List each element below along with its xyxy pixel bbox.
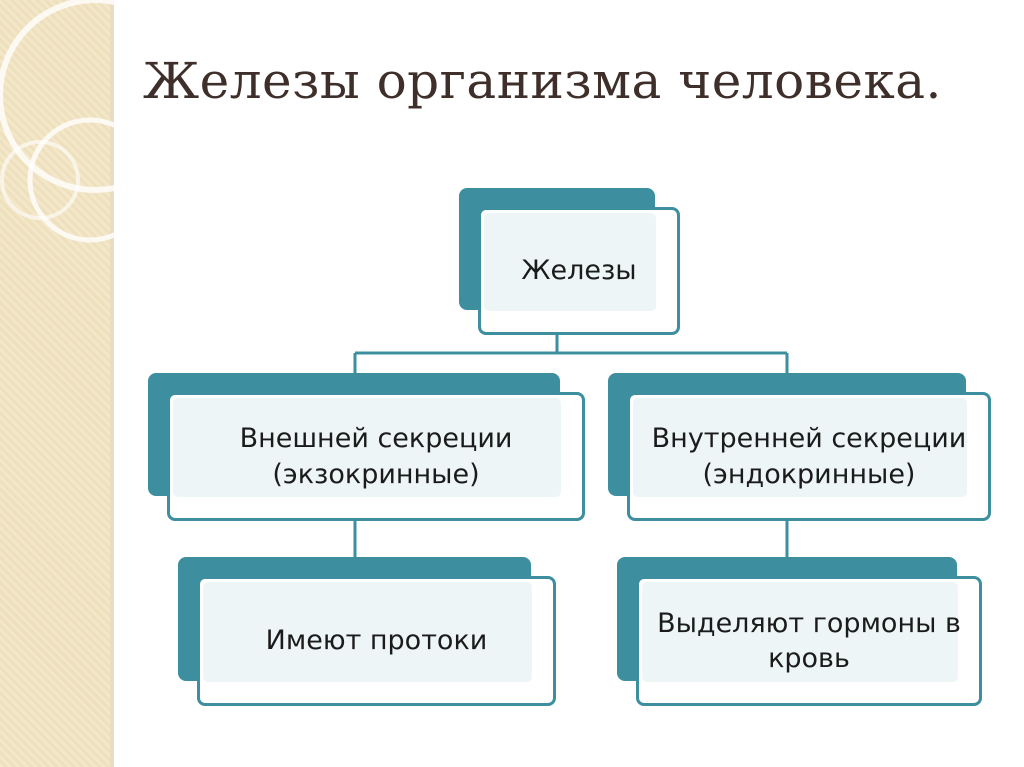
decorative-circles [0, 0, 130, 243]
branch-node-exocrine-line2: (экзокринные) [272, 458, 480, 490]
child-node-hormones-label: Выделяют гормоны в кровь [642, 582, 976, 700]
child-node-hormones-line2: кровь [768, 643, 850, 674]
root-node-label: Железы [521, 255, 637, 287]
branch-node-endocrine-inner [633, 398, 967, 497]
root-node-inner [484, 213, 656, 311]
branch-node-exocrine-label: Внешней секреции (экзокринные) [173, 398, 579, 515]
branch-node-endocrine-line2: (эндокринные) [702, 458, 916, 490]
decorative-side-strip [0, 0, 110, 767]
branch-node-exocrine-inner [173, 398, 561, 497]
branch-node-endocrine-label: Внутренней секреции (эндокринные) [633, 398, 985, 515]
side-strip-edge [110, 0, 114, 767]
child-node-ducts-inner [203, 582, 532, 682]
branch-node-endocrine-line1: Внутренней секреции [651, 423, 967, 455]
page-title: Железы организма человека. [143, 52, 942, 110]
child-node-ducts-line1: Имеют протоки [265, 625, 488, 657]
child-node-hormones-line1: Выделяют гормоны в [657, 607, 961, 639]
branch-node-exocrine-line1: Внешней секреции [239, 423, 513, 455]
child-node-hormones-inner [642, 582, 958, 682]
child-node-ducts-label: Имеют протоки [203, 582, 550, 700]
